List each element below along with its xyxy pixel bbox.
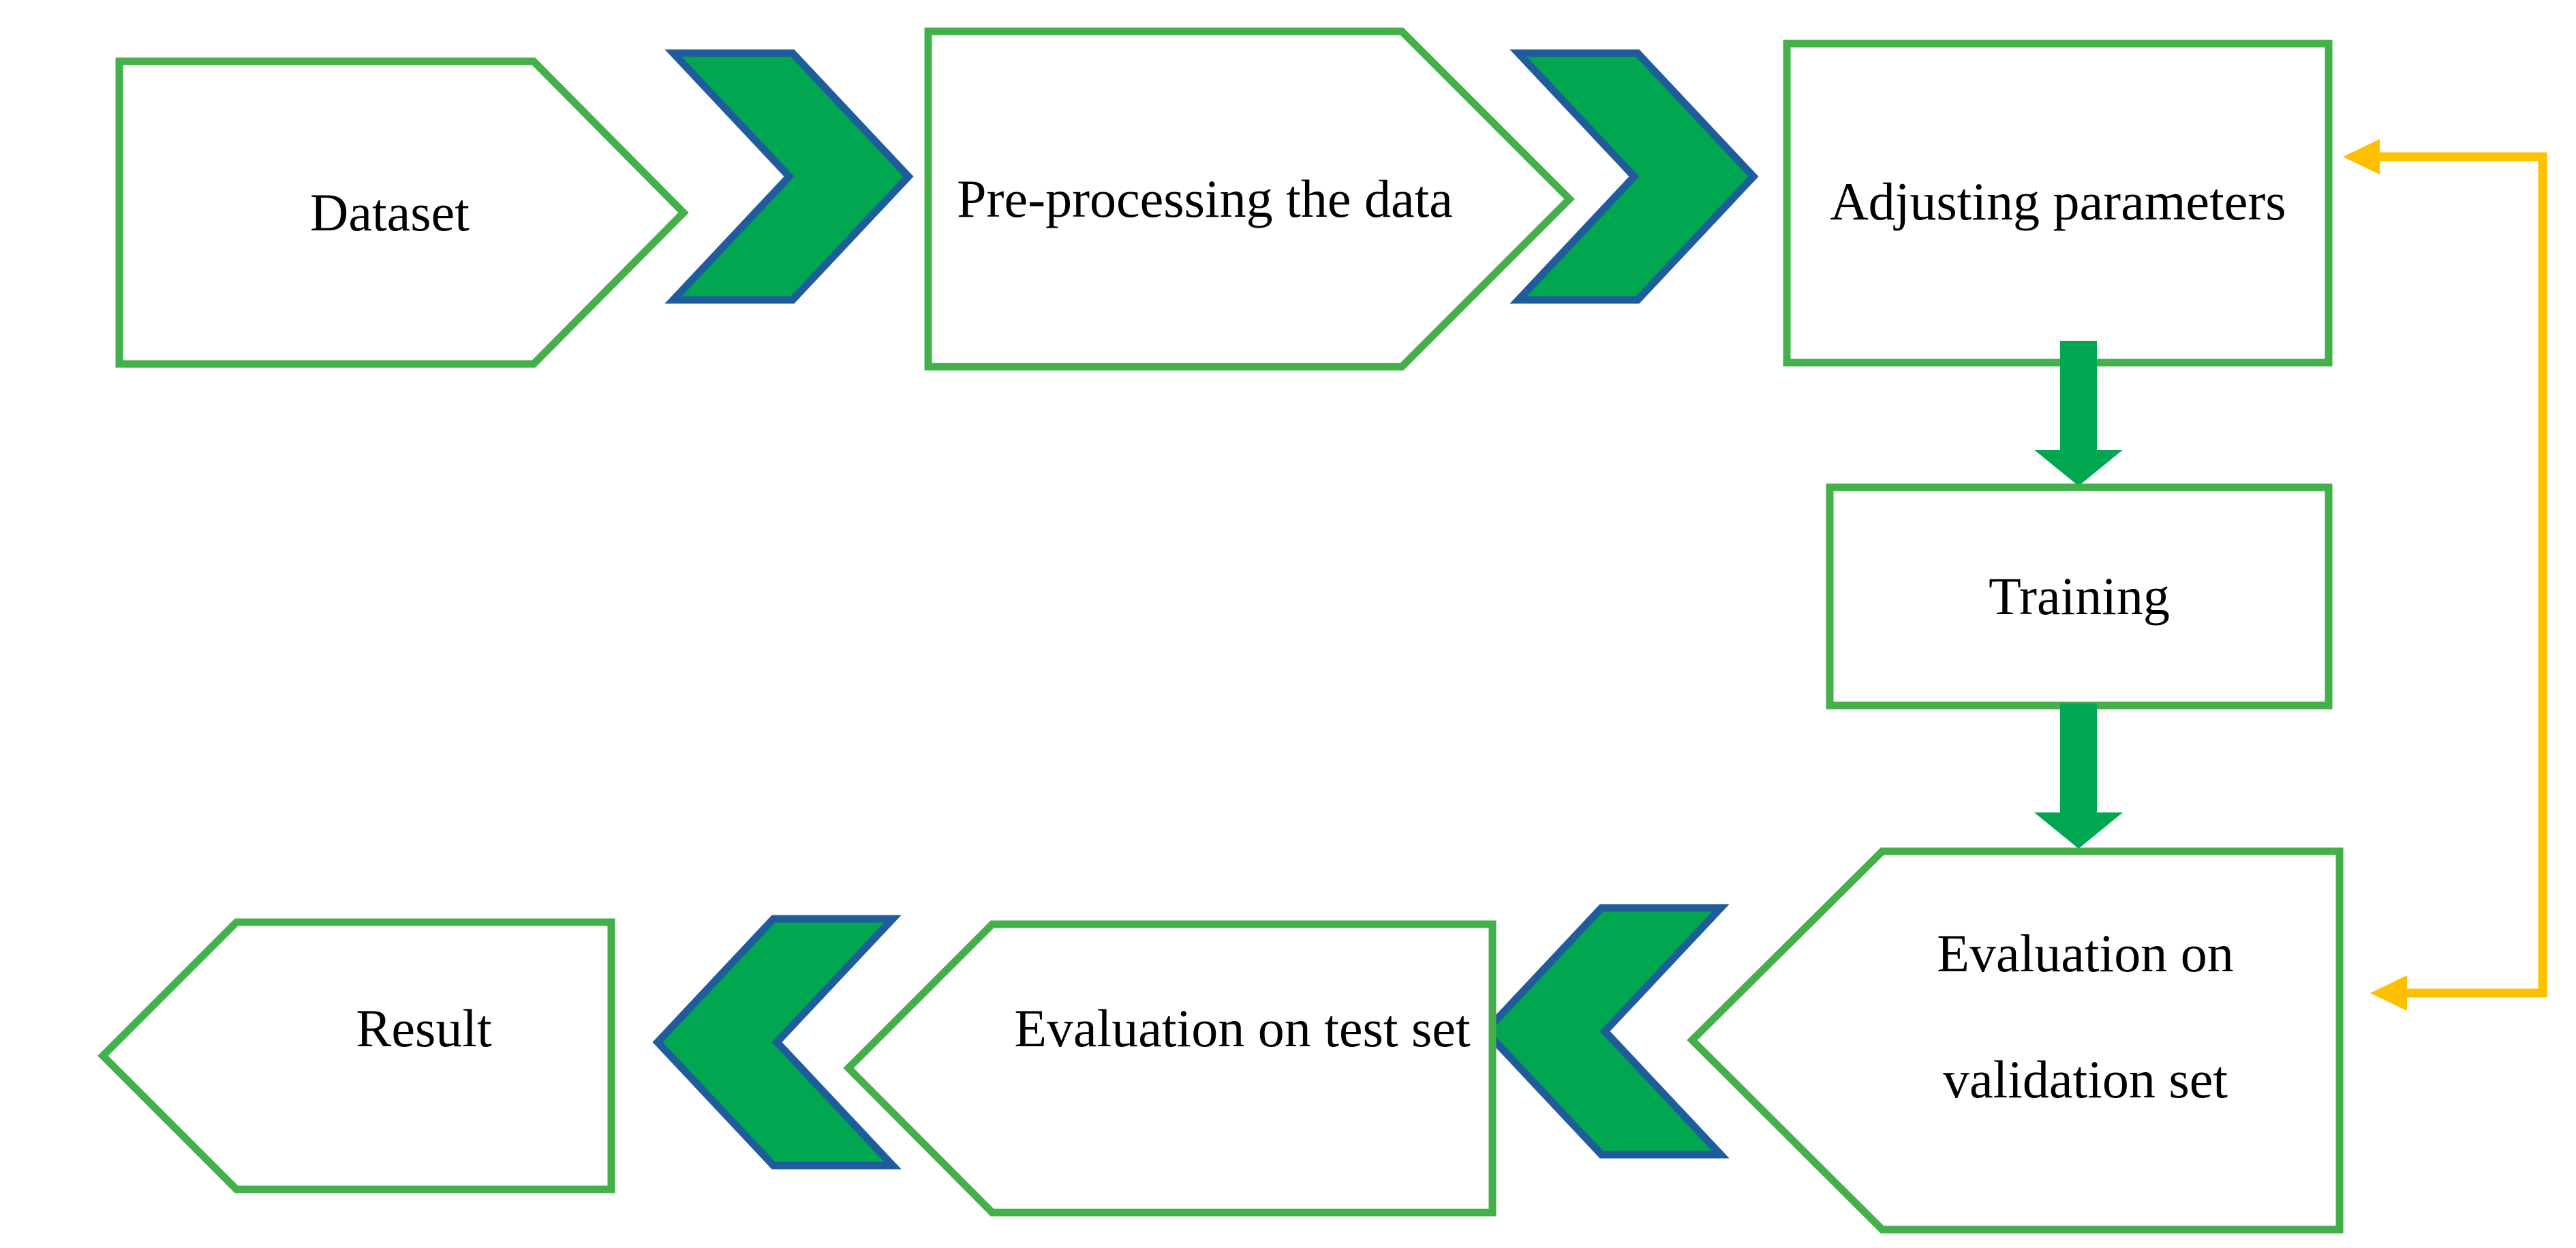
chevron-right-icon bbox=[1509, 49, 1759, 304]
evaluation-test-label: Evaluation on test set bbox=[1014, 999, 1471, 1058]
node-adjusting-parameters: Adjusting parameters bbox=[1783, 40, 2333, 367]
node-evaluation-validation: Evaluation on validation set bbox=[1687, 847, 2344, 1234]
chevron-right-icon bbox=[664, 49, 914, 304]
chevron-left-icon bbox=[652, 915, 902, 1170]
evaluation-validation-label-line2: validation set bbox=[1943, 1050, 2228, 1109]
result-pentagon-shape bbox=[97, 918, 615, 1193]
chevron-left-icon bbox=[1480, 904, 1730, 1159]
feedback-arrowhead-top bbox=[2343, 139, 2380, 174]
arrow-down-icon bbox=[2034, 341, 2123, 486]
feedback-elbow-line bbox=[2378, 152, 2547, 998]
node-dataset: Dataset bbox=[115, 57, 689, 368]
result-label: Result bbox=[356, 999, 492, 1058]
training-rect-shape bbox=[1826, 483, 2333, 710]
feedback-arrowhead-bottom bbox=[2370, 975, 2407, 1011]
evaluation-validation-label-line1: Evaluation on bbox=[1937, 924, 2233, 983]
adjusting-parameters-label: Adjusting parameters bbox=[1830, 172, 2286, 231]
chevron-right-icon bbox=[664, 49, 914, 304]
node-evaluation-test: Evaluation on test set bbox=[843, 920, 1497, 1217]
chevron-right-icon bbox=[1509, 49, 1759, 304]
evaluation-validation-pentagon-shape bbox=[1687, 847, 2344, 1234]
adjusting-parameters-rect-shape bbox=[1783, 40, 2333, 367]
dataset-pentagon-shape bbox=[115, 57, 689, 368]
arrow-down-icon bbox=[2034, 703, 2123, 849]
evaluation-test-pentagon-shape bbox=[843, 920, 1497, 1217]
preprocessing-pentagon-shape bbox=[924, 27, 1575, 371]
node-preprocessing: Pre-processing the data bbox=[924, 27, 1575, 371]
node-result: Result bbox=[97, 918, 615, 1193]
dataset-label: Dataset bbox=[310, 183, 470, 242]
node-training: Training bbox=[1826, 483, 2333, 710]
training-label: Training bbox=[1989, 566, 2170, 626]
chevron-left-icon bbox=[652, 915, 902, 1170]
preprocessing-label: Pre-processing the data bbox=[957, 169, 1453, 228]
chevron-left-icon bbox=[1480, 904, 1730, 1159]
feedback-arrow-icon bbox=[2343, 139, 2547, 1011]
